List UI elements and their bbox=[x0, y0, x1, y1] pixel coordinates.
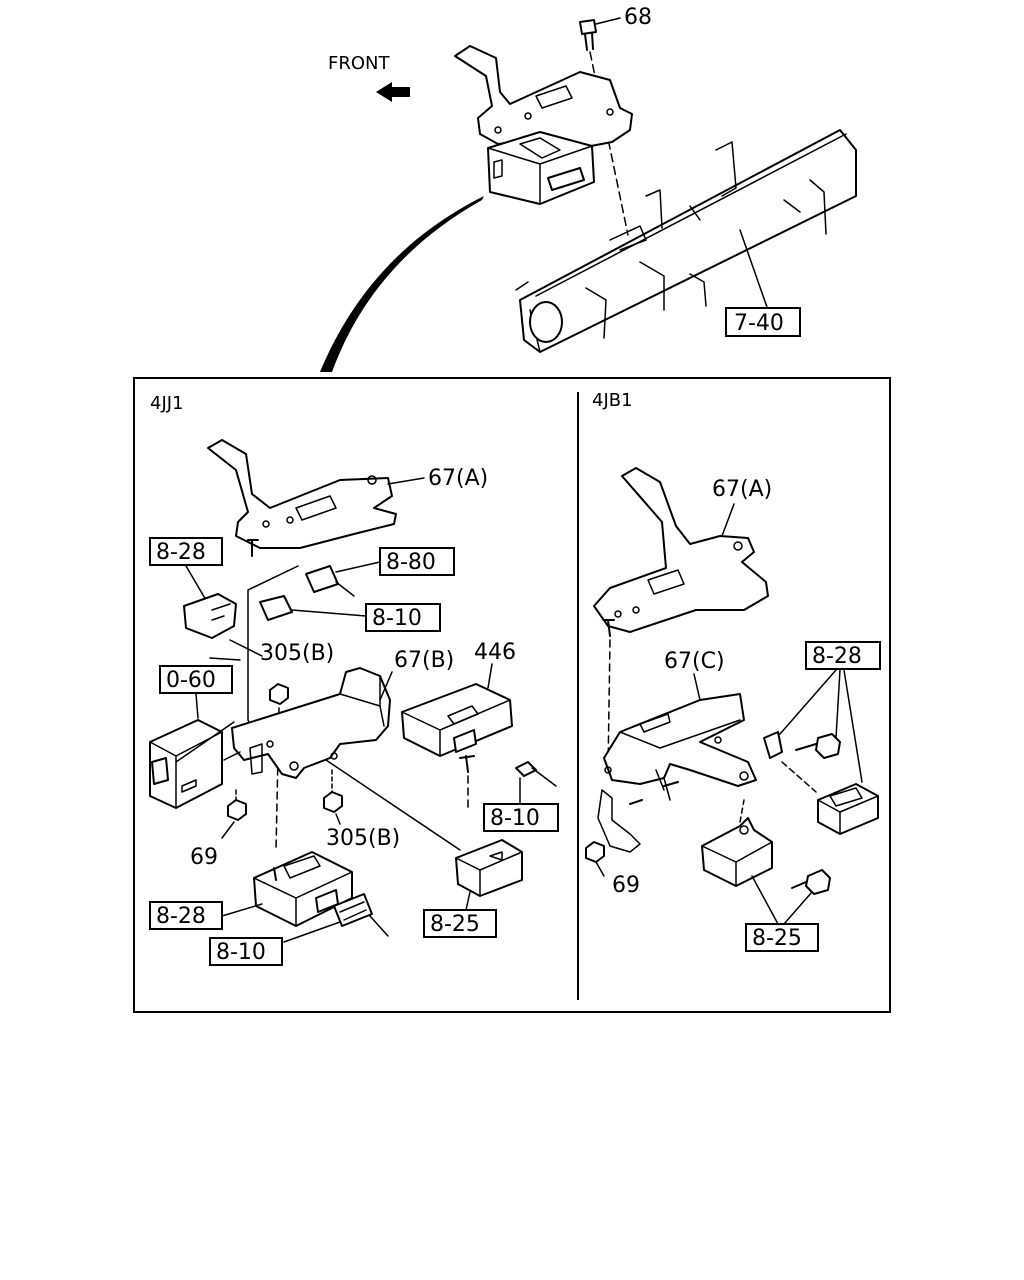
crossmember-label-box bbox=[725, 307, 801, 337]
box-8-28-bottom bbox=[149, 901, 223, 930]
box-8-28-top bbox=[149, 537, 223, 566]
label-8-80: 8-80 bbox=[386, 550, 436, 575]
label-8-10-mid: 8-10 bbox=[372, 606, 422, 631]
label-67b-4jj1: 67(B) bbox=[394, 648, 454, 673]
panel-4jb1: 4JB1 67(A) 67(C) 69 8-28 bbox=[585, 390, 881, 952]
panel-4jj1-title: 4JJ1 bbox=[150, 393, 184, 414]
box-8-80 bbox=[379, 547, 455, 576]
box-8-10-right bbox=[483, 803, 559, 832]
label-69-4jj1: 69 bbox=[190, 845, 218, 870]
label-446: 446 bbox=[474, 640, 516, 665]
box-8-28-4jb1 bbox=[805, 641, 881, 670]
front-label: FRONT bbox=[328, 53, 390, 74]
box-8-10-mid bbox=[365, 603, 441, 632]
top-bracket-assembly bbox=[454, 45, 633, 205]
panel-4jj1: 4JJ1 67(A) 8-28 8-80 8-10 305(B) bbox=[149, 393, 559, 966]
label-8-25-4jb1: 8-25 bbox=[752, 926, 802, 951]
panel-4jb1-title: 4JB1 bbox=[592, 390, 633, 411]
label-67a-4jj1: 67(A) bbox=[428, 466, 488, 491]
label-7-40: 7-40 bbox=[734, 311, 784, 336]
label-68: 68 bbox=[624, 5, 652, 30]
label-8-10-right: 8-10 bbox=[490, 806, 540, 831]
front-indicator: FRONT bbox=[328, 53, 410, 102]
label-0-60: 0-60 bbox=[166, 668, 216, 693]
label-8-28-top: 8-28 bbox=[156, 540, 206, 565]
label-69-4jb1: 69 bbox=[612, 873, 640, 898]
front-arrow-icon bbox=[376, 82, 410, 102]
label-8-28-4jb1: 8-28 bbox=[812, 644, 862, 669]
label-8-10-bottom: 8-10 bbox=[216, 940, 266, 965]
box-8-25-4jb1 bbox=[745, 923, 819, 952]
label-8-25-4jj1: 8-25 bbox=[430, 912, 480, 937]
box-8-10-bottom bbox=[209, 937, 283, 966]
box-0-60 bbox=[159, 665, 233, 694]
label-67a-4jb1: 67(A) bbox=[712, 477, 772, 502]
label-305b-bottom: 305(B) bbox=[326, 826, 400, 851]
label-67c: 67(C) bbox=[664, 649, 725, 674]
label-305b-top: 305(B) bbox=[260, 641, 334, 666]
label-8-28-bottom: 8-28 bbox=[156, 904, 206, 929]
crossmember-7-40: 7-40 bbox=[515, 129, 857, 353]
box-8-25-4jj1 bbox=[423, 909, 497, 938]
detail-pointer-arc bbox=[320, 196, 484, 372]
detail-frame bbox=[133, 377, 891, 1013]
